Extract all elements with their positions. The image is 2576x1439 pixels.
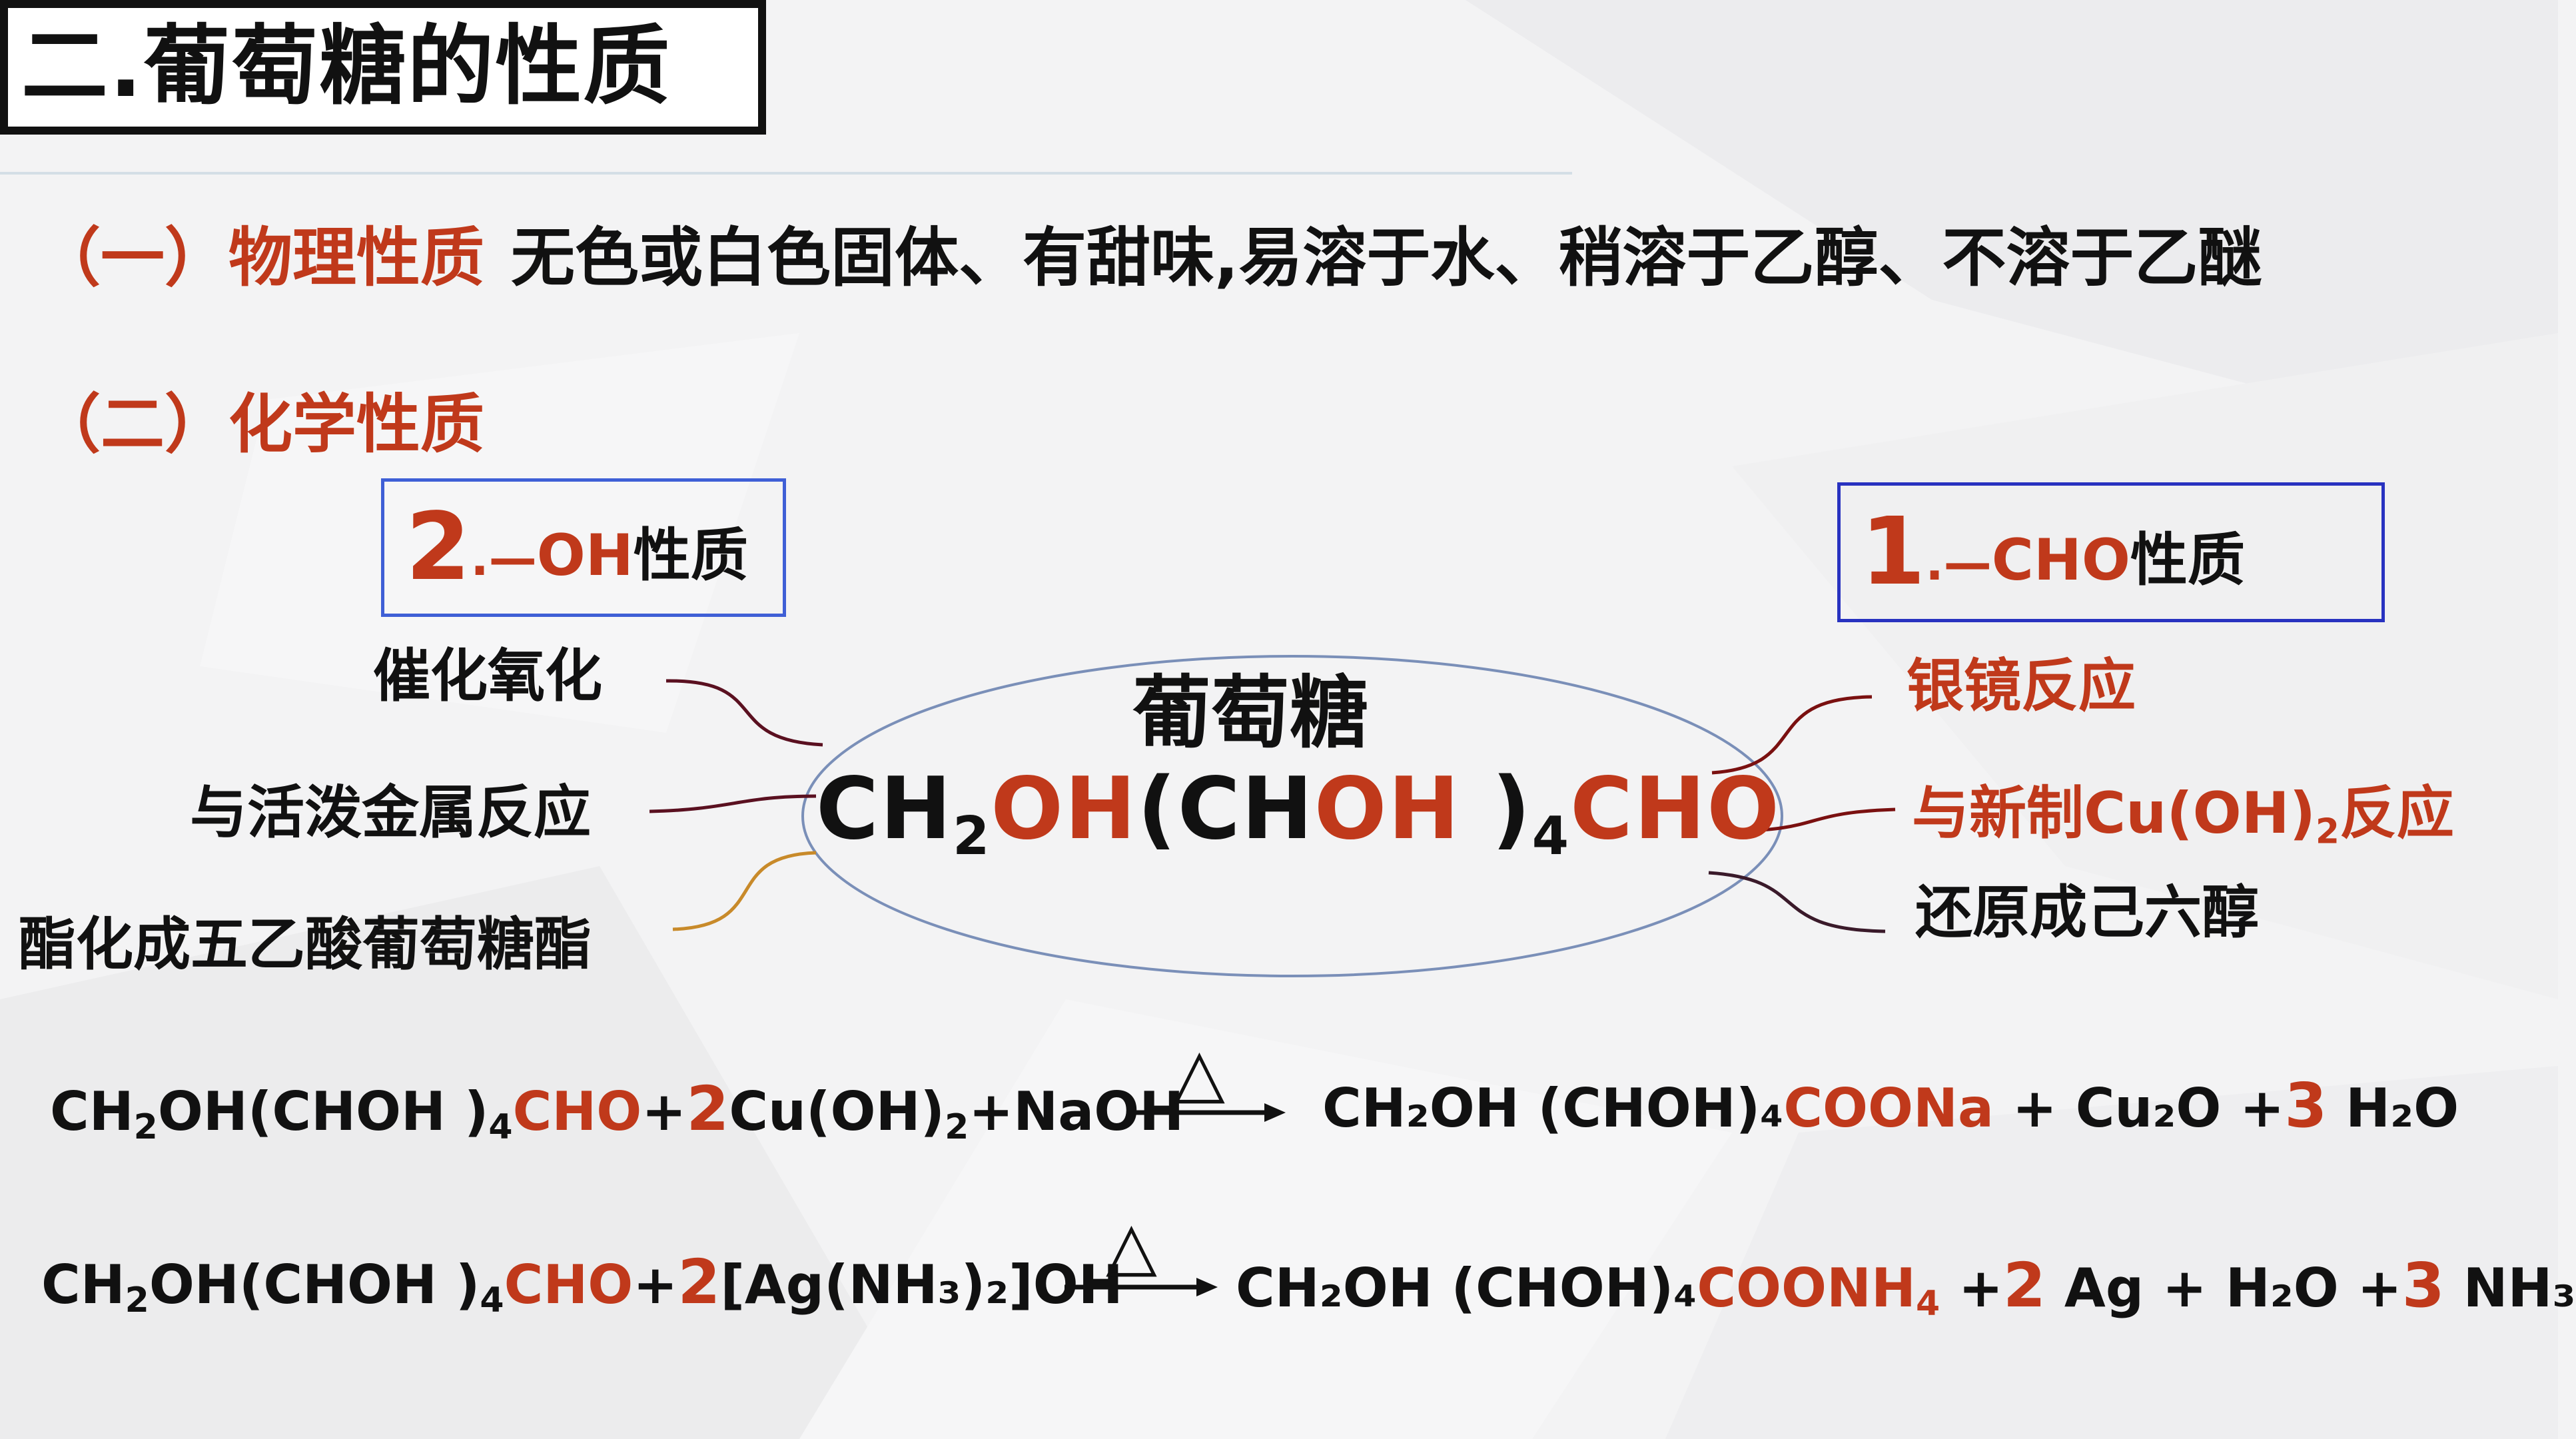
eq2-heat-symbol: △ [1106,1206,1157,1284]
eq1-lhs-b: OH(CHOH ) [157,1081,489,1143]
equation-2-lhs: CH2OH(CHOH )4CHO+2[Ag(NH₃)₂]OH [41,1246,1123,1337]
center-label-glucose: 葡萄糖 [1132,667,1369,759]
eq2-lhs-sub4: 4 [480,1280,504,1320]
cf-close: ) [1460,759,1532,859]
eq1-rhs-coona: COONa [1783,1077,1994,1139]
cf-oh2: OH [1314,759,1461,859]
eq1-lhs-plus: + [642,1081,687,1143]
eq1-rhs-c: H₂O [2327,1077,2459,1139]
eq1-lhs-cu-sub: 2 [945,1107,969,1147]
cho-box-text: 性质 [2130,527,2245,594]
branch-cuoh2-text-a: 与新制Cu(OH) [1912,780,2316,847]
branch-silver-mirror: 银镜反应 [1907,653,2136,720]
center-ellipse [801,655,1783,977]
cf-sub2: 2 [953,804,991,867]
cho-box-dash: .— [1925,535,1992,591]
eq2-rhs-d: NH₃ [2444,1257,2576,1319]
cho-box-number: 1 [1861,498,1926,606]
cho-box-group: CHO [1991,527,2130,594]
oh-box-number: 2 [406,493,471,602]
branch-cuoh2-reaction: 与新制Cu(OH)2反应 [1912,777,2454,868]
eq2-lhs-sub2: 2 [125,1280,149,1320]
connector-catalytic-oxidation [665,679,823,747]
eq2-rhs-coonh-sub: 4 [1915,1284,1940,1324]
oh-box-group: OH [536,522,634,589]
eq2-rhs-coef1: 2 [2003,1250,2046,1321]
eq2-rhs-b: + [1940,1257,2004,1319]
cf-cho: CHO [1570,759,1781,859]
equation-1-rhs: CH₂OH (CHOH)₄COONa + Cu₂O +3 H₂O [1322,1069,2459,1145]
oh-properties-box: 2.—OH性质 [381,478,786,617]
connector-reduction [1708,871,1886,933]
equation-2-rhs: CH₂OH (CHOH)₄COONH4 +2 Ag + H₂O +3 NH₃ [1236,1249,2576,1340]
cf-paren: (CH [1137,759,1314,859]
connector-active-metal [649,794,817,813]
eq2-lhs-a: CH [41,1254,125,1316]
slide-title: 二.葡萄糖的性质 [0,0,766,135]
connector-cuoh2 [1728,807,1896,833]
eq1-lhs-cho: CHO [512,1081,642,1143]
physical-properties-label: （一）物理性质 [37,221,484,295]
eq1-rhs-coef: 3 [2284,1070,2328,1141]
eq2-rhs-c: Ag + H₂O + [2046,1257,2402,1319]
cf-sub4: 4 [1531,804,1570,867]
eq2-rhs-a: CH₂OH (CHOH)₄ [1236,1257,1697,1319]
eq1-lhs-sub4: 4 [488,1107,513,1147]
equation-1-lhs: CH2OH(CHOH )4CHO+2Cu(OH)2+NaOH [50,1073,1184,1164]
eq1-lhs-a: CH [50,1081,134,1143]
cf-oh1: OH [991,759,1138,859]
eq1-reaction-arrow [1132,1103,1286,1122]
eq2-lhs-cho: CHO [504,1254,634,1316]
eq1-lhs-cu: Cu(OH) [729,1081,945,1143]
eq2-rhs-coef2: 3 [2401,1250,2445,1321]
eq2-reaction-arrow [1065,1278,1218,1296]
oh-box-text: 性质 [633,522,748,589]
eq1-lhs-coef: 2 [686,1073,729,1145]
eq2-lhs-b: OH(CHOH ) [149,1254,480,1316]
physical-properties-content: 无色或白色固体、有甜味,易溶于水、稍溶于乙醇、不溶于乙醚 [511,221,2262,295]
oh-box-dash: .— [470,530,537,586]
cho-properties-box: 1.—CHO性质 [1837,482,2385,622]
eq1-lhs-sub2: 2 [133,1107,158,1147]
eq2-lhs-coef: 2 [677,1246,721,1318]
branch-esterification: 酯化成五乙酸葡萄糖酯 [19,911,592,978]
connector-silver-mirror [1711,695,1873,775]
branch-cuoh2-text-b: 反应 [2339,780,2454,847]
title-divider [0,172,1572,175]
branch-cuoh2-sub: 2 [2316,811,2340,852]
eq1-rhs-a: CH₂OH (CHOH)₄ [1322,1077,1784,1139]
cf-ch: CH [816,759,953,859]
eq2-lhs-plus: + [633,1254,678,1316]
center-formula: CH2OH(CHOH )4CHO [816,756,1781,889]
eq2-lhs-ag: [Ag(NH₃)₂]OH [720,1254,1123,1316]
chemical-properties-label: （二）化学性质 [37,387,484,462]
branch-active-metal-reaction: 与活泼金属反应 [190,779,591,846]
eq1-rhs-b: + Cu₂O + [1993,1077,2285,1139]
physical-properties-line: （一）物理性质无色或白色固体、有甜味,易溶于水、稍溶于乙醇、不溶于乙醚 [37,215,2262,301]
branch-reduction-hexitol: 还原成己六醇 [1915,879,2259,946]
branch-catalytic-oxidation: 催化氧化 [373,643,602,710]
connector-esterification [672,851,817,931]
eq1-heat-symbol: △ [1174,1033,1225,1111]
eq2-rhs-coonh: COONH [1697,1257,1916,1319]
